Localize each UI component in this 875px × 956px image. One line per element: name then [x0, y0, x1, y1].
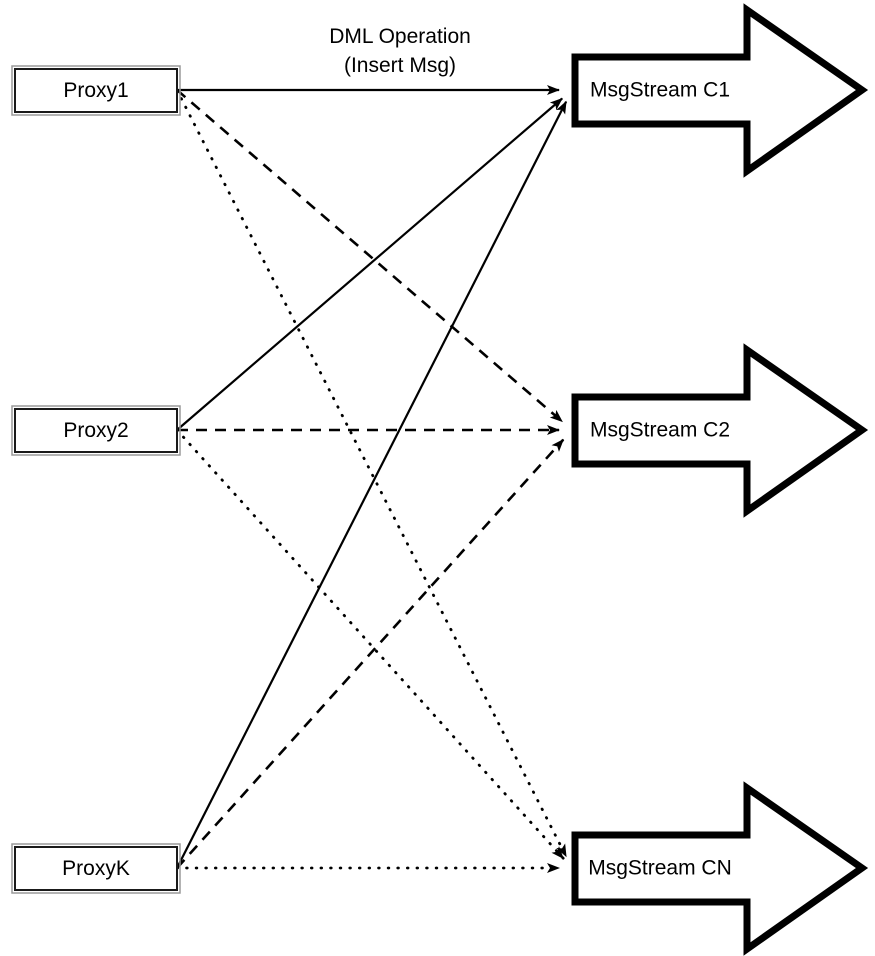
connection-line-dotted [175, 88, 568, 858]
proxy-box-rect[interactable] [14, 68, 178, 113]
msgstream-label: MsgStream C2 [590, 419, 730, 442]
connection-pk_c1 [176, 100, 568, 869]
msgstream-node-stream_c1[interactable]: MsgStream C1 [571, 3, 869, 178]
msgstream-node-stream_cn[interactable]: MsgStream CN [571, 781, 869, 956]
proxy-node-proxyk[interactable]: ProxyK [11, 843, 181, 894]
dml-operation-label-line2: (Insert Msg) [344, 54, 456, 77]
msgstream-node-layer: MsgStream C1 MsgStream C2 MsgStream CN [571, 3, 869, 956]
connection-line-dotted [175, 428, 565, 860]
msgstream-block-arrow[interactable] [571, 781, 869, 956]
connection-line-solid [176, 100, 568, 869]
msgstream-node-stream_c2[interactable]: MsgStream C2 [571, 343, 869, 518]
connection-line-dashed [176, 89, 563, 423]
dml-operation-label: DML Operation (Insert Msg) [329, 25, 471, 77]
proxy-box-rect[interactable] [14, 846, 178, 891]
msgstream-block-arrow[interactable] [571, 343, 869, 518]
connection-line-solid [176, 97, 563, 431]
connection-p1_c2 [176, 89, 563, 423]
proxy-box-rect[interactable] [14, 408, 178, 453]
proxy-label: Proxy2 [63, 419, 128, 442]
connection-layer [175, 85, 568, 873]
connection-p1_cn [175, 88, 568, 858]
proxy-box-outline [11, 843, 181, 894]
proxy-node-proxy1[interactable]: Proxy1 [11, 65, 181, 116]
dml-operation-label-line1: DML Operation [329, 25, 471, 48]
msgstream-label: MsgStream CN [588, 857, 732, 880]
proxy-label: ProxyK [62, 857, 130, 880]
proxy-label: Proxy1 [63, 79, 128, 102]
proxy-box-outline [11, 405, 181, 456]
msgstream-block-arrow[interactable] [571, 3, 869, 178]
proxy-box-outline [11, 65, 181, 116]
msgstream-label: MsgStream C1 [590, 79, 730, 102]
connection-p2_c1 [176, 97, 563, 431]
connection-line-dashed [176, 438, 565, 869]
connection-p2_cn [175, 428, 565, 860]
connection-pk_c2 [176, 438, 565, 869]
proxy-node-proxy2[interactable]: Proxy2 [11, 405, 181, 456]
